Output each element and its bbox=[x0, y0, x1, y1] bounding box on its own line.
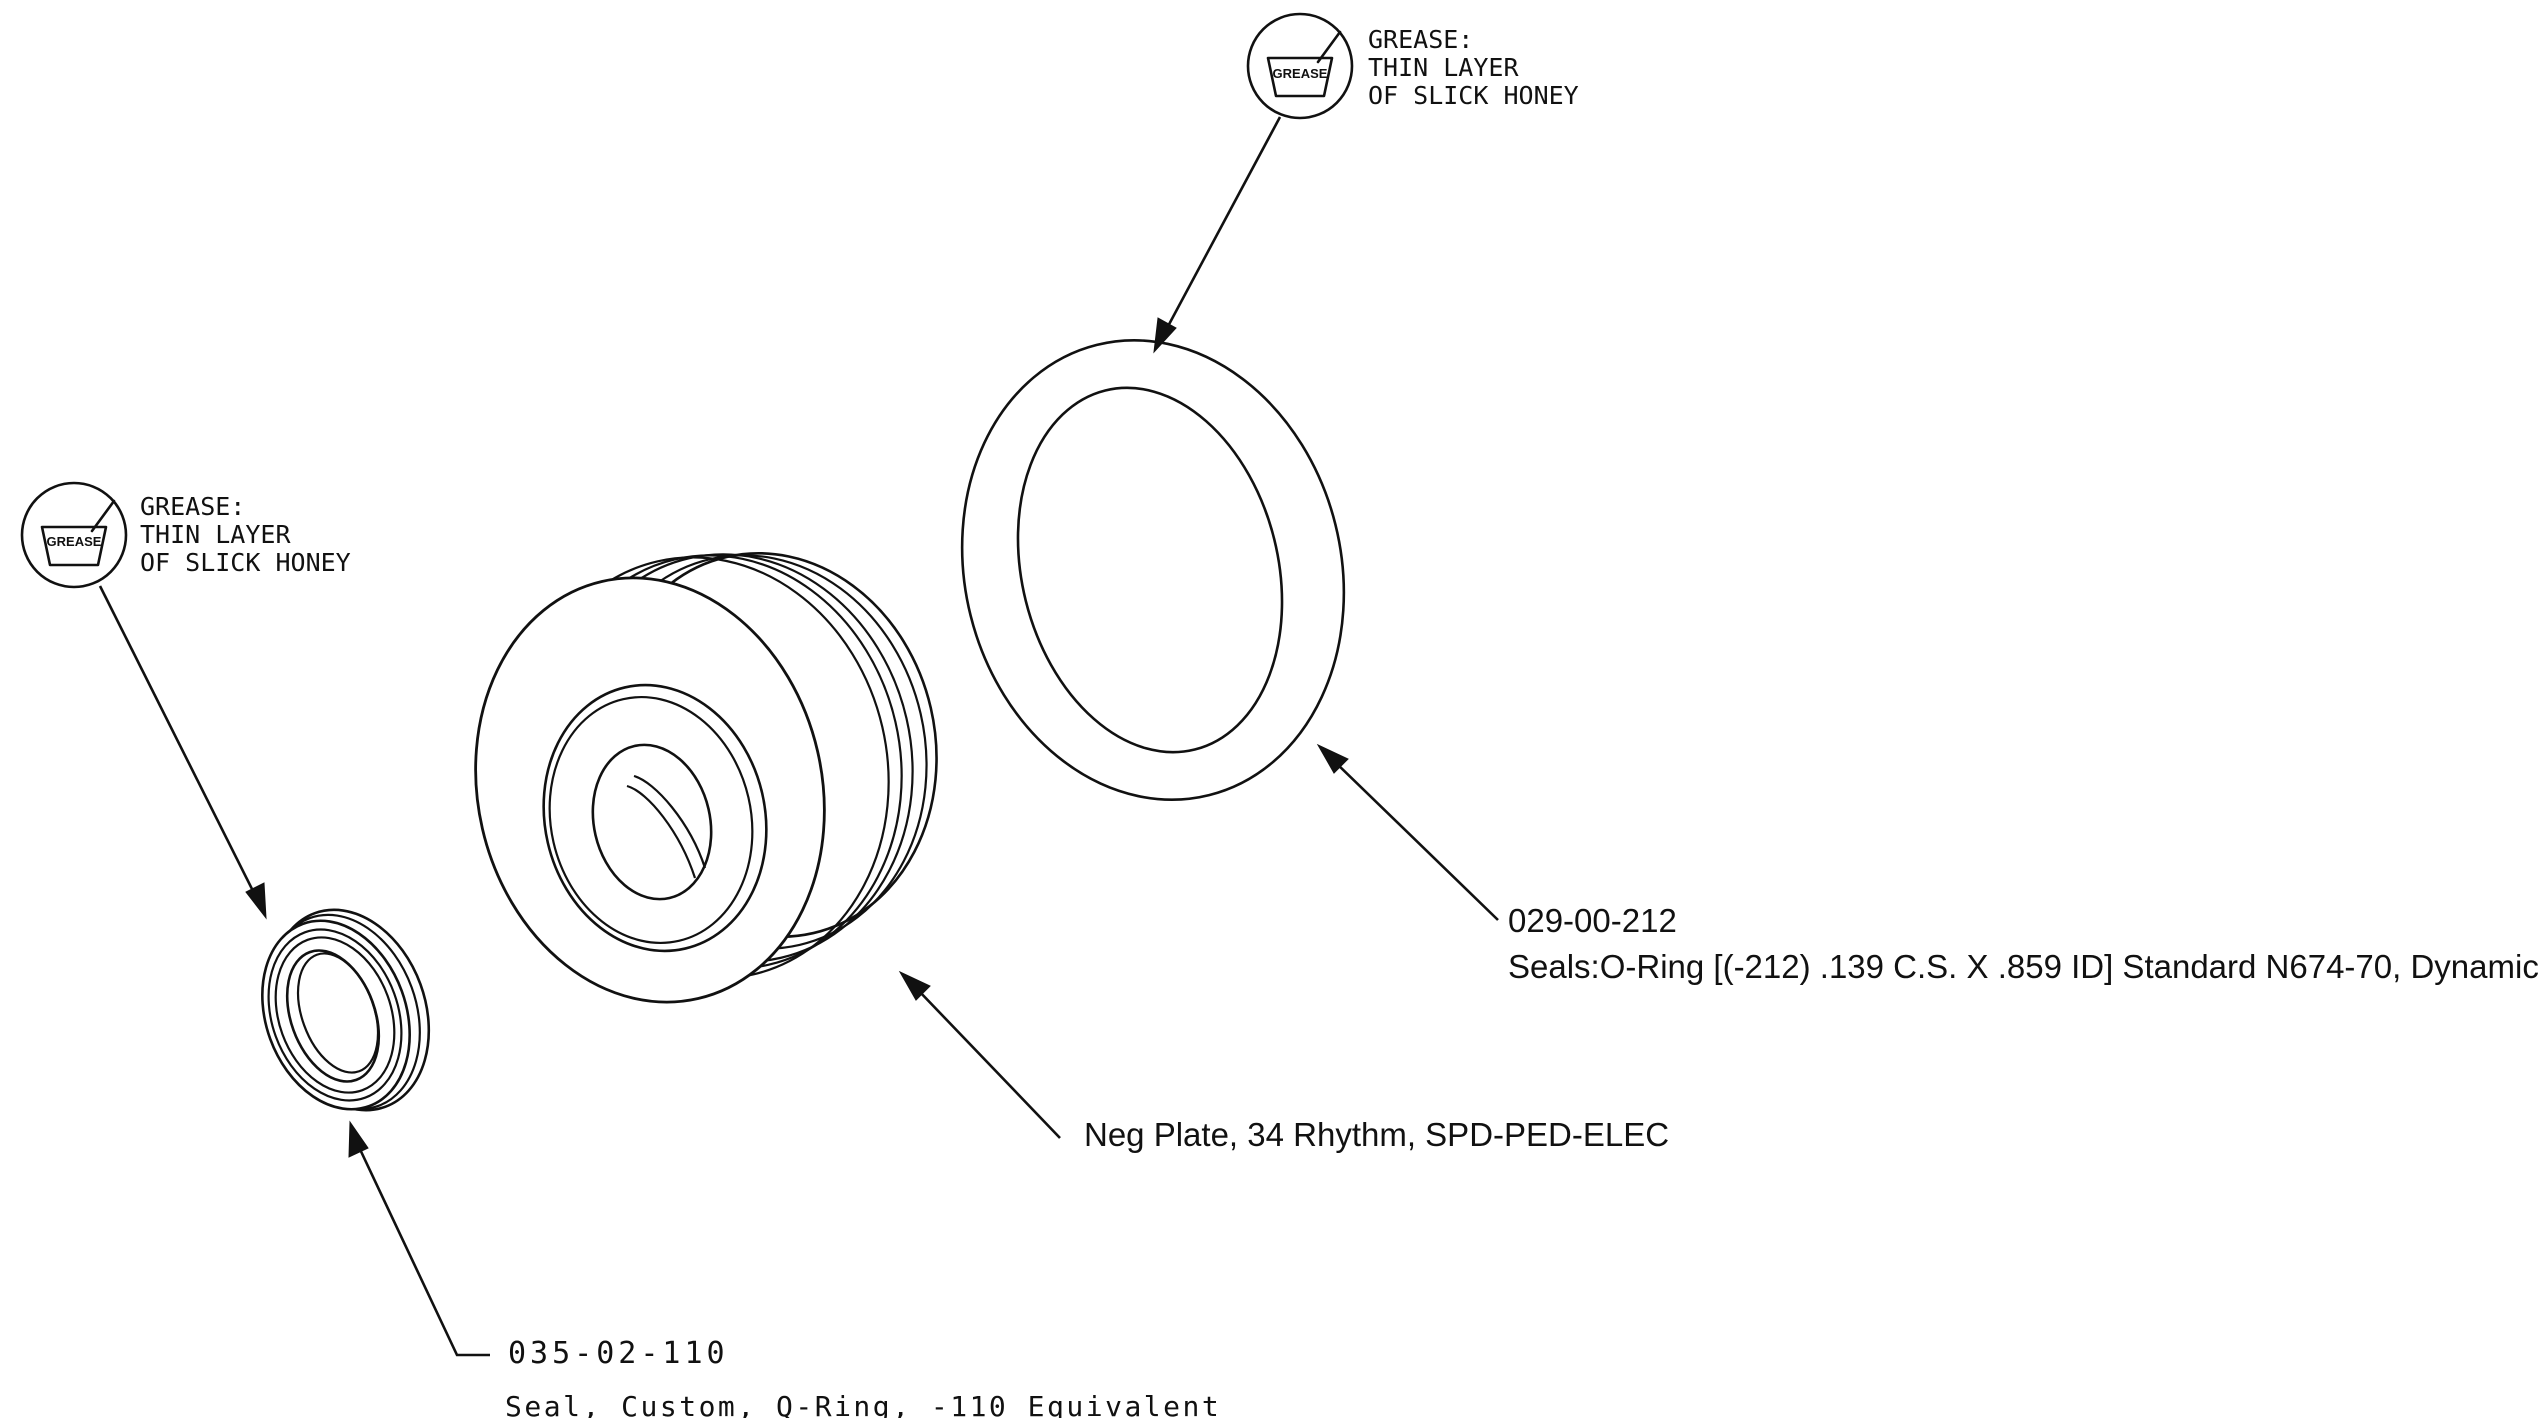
grease-note-line-3: OF SLICK HONEY bbox=[140, 548, 351, 577]
leader-line bbox=[917, 989, 1061, 1139]
leader-line bbox=[356, 1144, 490, 1357]
part-number: 035-02-110 bbox=[508, 1336, 729, 1371]
arrowhead bbox=[245, 882, 267, 920]
arrowhead bbox=[1316, 743, 1349, 774]
grease-leader-left bbox=[98, 585, 257, 896]
small-seal-part bbox=[261, 908, 431, 1112]
grease-note-line-2: THIN LAYER bbox=[1368, 53, 1519, 82]
grease-callout-top: GREASE GREASE: THIN LAYER OF SLICK HONEY bbox=[1153, 12, 1579, 354]
grease-note-line-1: GREASE: bbox=[140, 492, 245, 521]
grease-note-line-2: THIN LAYER bbox=[140, 520, 291, 549]
arrowhead bbox=[898, 970, 931, 1001]
grease-note-line-3: OF SLICK HONEY bbox=[1368, 81, 1579, 110]
grease-callout-left: GREASE GREASE: THIN LAYER OF SLICK HONEY bbox=[20, 481, 351, 920]
callout-small-seal: 035-02-110 Seal, Custom, Q-Ring, -110 Eq… bbox=[348, 1120, 1221, 1418]
part-description: Seals:O-Ring [(-212) .139 C.S. X .859 ID… bbox=[1508, 948, 2539, 985]
grease-icon: GREASE bbox=[20, 481, 128, 589]
part-number: 029-00-212 bbox=[1508, 902, 1677, 939]
callout-neg-plate: Neg Plate, 34 Rhythm, SPD-PED-ELEC bbox=[898, 970, 1669, 1153]
neg-plate-part bbox=[474, 552, 938, 1004]
o-ring-part bbox=[960, 339, 1346, 801]
grease-icon-label: GREASE bbox=[47, 534, 102, 549]
grease-icon: GREASE bbox=[1246, 12, 1354, 120]
arrowhead bbox=[1153, 317, 1177, 354]
part-description: Neg Plate, 34 Rhythm, SPD-PED-ELEC bbox=[1084, 1116, 1669, 1153]
part-description: Seal, Custom, Q-Ring, -110 Equivalent bbox=[505, 1390, 1221, 1418]
arrowhead bbox=[348, 1120, 369, 1158]
callout-o-ring: 029-00-212 Seals:O-Ring [(-212) .139 C.S… bbox=[1316, 743, 2539, 985]
grease-icon-label: GREASE bbox=[1273, 66, 1328, 81]
grease-note-line-1: GREASE: bbox=[1368, 25, 1473, 54]
grease-leader-top bbox=[1164, 116, 1282, 331]
leader-line bbox=[1334, 761, 1499, 921]
